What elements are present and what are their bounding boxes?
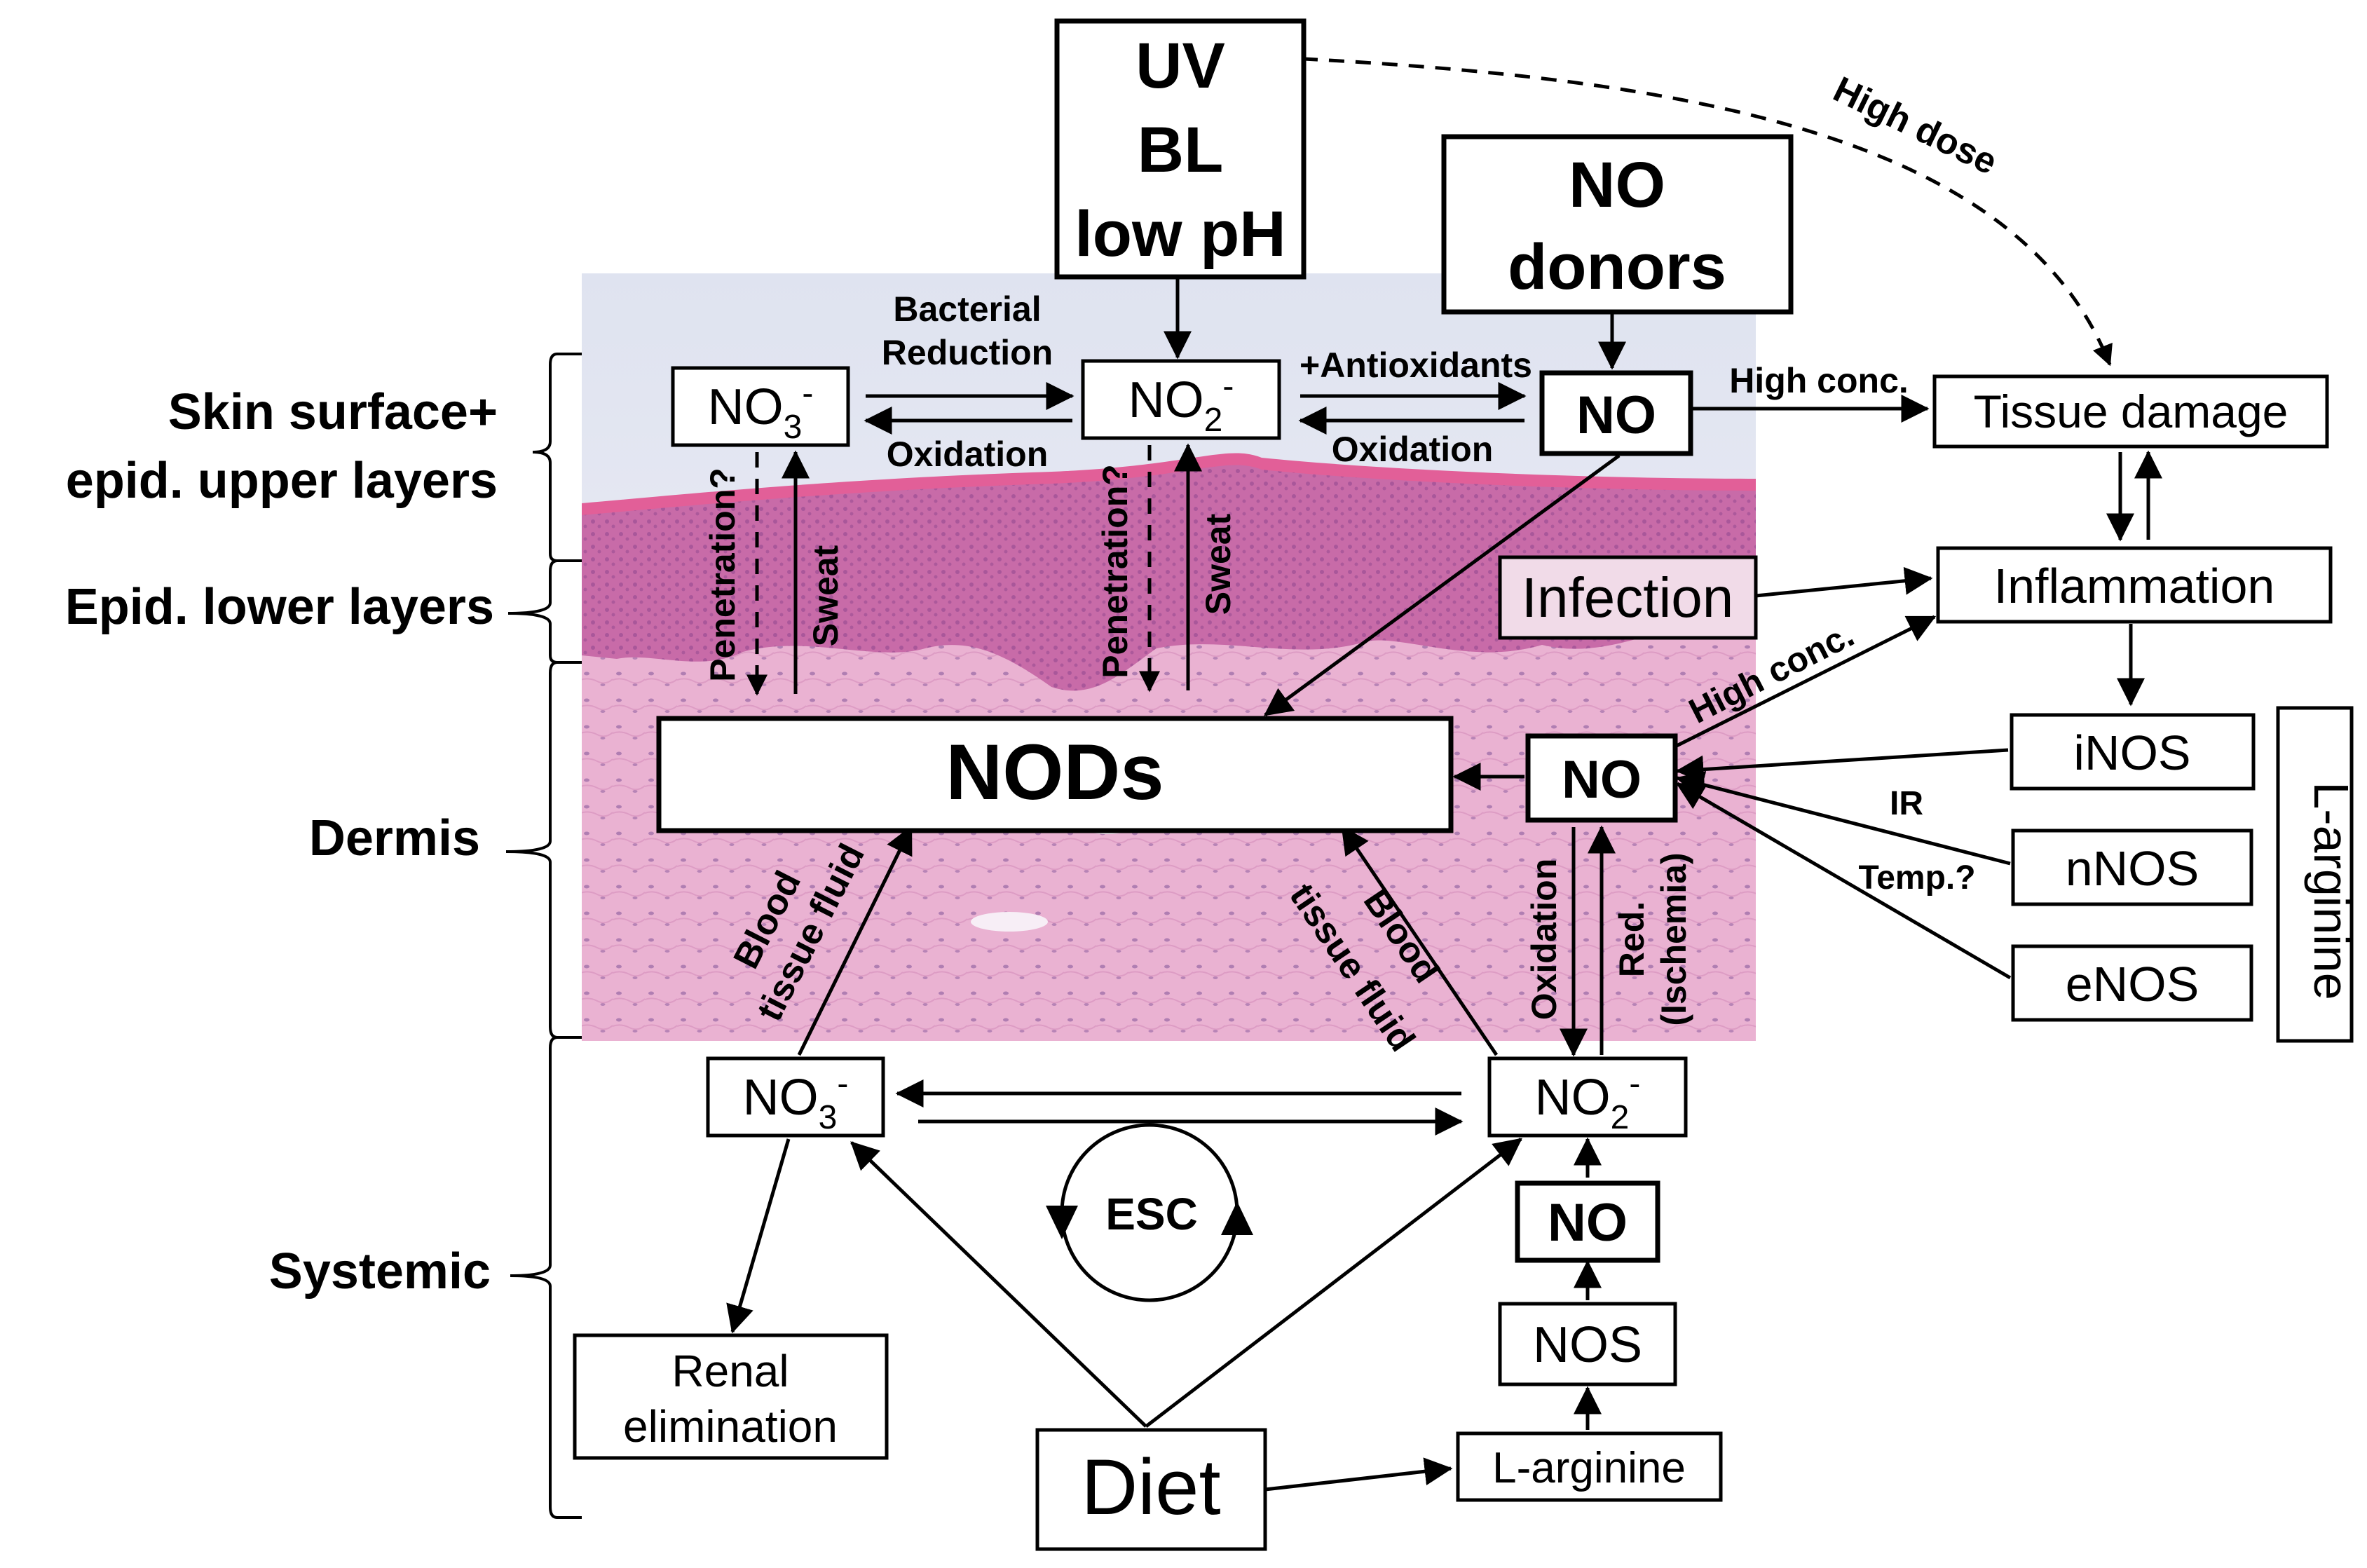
label-oxidation-1: Oxidation	[887, 435, 1049, 474]
renal-box	[573, 1333, 889, 1460]
arrow-infection-to-inflammation	[1755, 566, 1933, 598]
arrow-nnos-to-no	[1675, 770, 2011, 866]
inflammation-box	[1936, 546, 2333, 624]
arrow-blood-1	[797, 825, 913, 1056]
label-sweat-1: Sweat	[806, 545, 845, 646]
no2-bottom-label: NO2-	[1535, 1065, 1641, 1136]
label-penetration-1: Penetration?	[703, 468, 742, 682]
esc-arrowhead-left	[1046, 1206, 1078, 1239]
label-reduction: Reduction	[882, 333, 1053, 372]
renal-line1: Renal	[671, 1346, 789, 1396]
uv-box	[1054, 18, 1307, 280]
label-bacterial: Bacterial	[893, 289, 1041, 329]
nos-box	[1498, 1302, 1677, 1386]
enos-label: eNOS	[2066, 957, 2199, 1011]
renal-line2: elimination	[623, 1401, 838, 1452]
no3-top-label: NO3-	[708, 375, 814, 446]
no-donors-line2: donors	[1508, 231, 1726, 303]
arrow-diet-to-no3	[850, 1141, 1147, 1428]
nods-box	[656, 716, 1454, 833]
layer-label-dermis: Dermis	[309, 810, 480, 866]
esc-arrowhead-right	[1221, 1201, 1253, 1235]
tissue-damage-box	[1932, 374, 2329, 449]
nnos-label: nNOS	[2066, 841, 2199, 896]
arrow-high-dose	[1275, 55, 2113, 367]
label-ischemia: (Ischemia)	[1654, 852, 1693, 1025]
nos-label: NOS	[1533, 1317, 1642, 1373]
connectors	[726, 55, 2162, 1492]
no-top-box	[1539, 370, 1693, 456]
bl-label: BL	[1138, 114, 1224, 186]
nodes: UV BL low pH NO donors NO3- NO2- NO Tiss…	[573, 18, 2359, 1551]
arrow-enos-to-no	[1675, 782, 2012, 980]
l-arginine-bottom-label: L-arginine	[1492, 1444, 1686, 1492]
nods-label: NODs	[946, 728, 1164, 816]
enos-box	[2011, 944, 2253, 1022]
arrow-no-to-nods	[1263, 454, 1621, 717]
layer-label-epid-lower: Epid. lower layers	[65, 579, 494, 635]
arrow-diet-to-no2	[1145, 1138, 1522, 1428]
no3-bottom-box	[706, 1056, 885, 1138]
diet-label: Diet	[1081, 1443, 1220, 1531]
arrow-diet-to-larginine	[1264, 1457, 1453, 1492]
layer-label-systemic: Systemic	[269, 1243, 491, 1300]
infection-box	[1498, 555, 1758, 640]
label-temp: Temp.?	[1858, 859, 1975, 897]
layer-label-skin-surface-2: epid. upper layers	[66, 453, 498, 509]
brace-skin-surface	[532, 353, 582, 562]
label-oxidation-2: Oxidation	[1332, 430, 1494, 469]
label-ir: IR	[1890, 785, 1923, 822]
layer-label-skin-surface: Skin surface+	[168, 384, 498, 440]
label-penetration-2: Penetration?	[1096, 464, 1135, 679]
arrow-high-conc-2	[1674, 615, 1937, 749]
no-donors-line1: NO	[1569, 149, 1665, 221]
l-arginine-side-box	[2276, 706, 2354, 1043]
no-low-box	[1515, 1180, 1660, 1263]
label-oxidation-3: Oxidation	[1524, 859, 1564, 1021]
l-arginine-bottom-box	[1456, 1431, 1723, 1502]
no-mid-box	[1525, 733, 1678, 823]
label-antioxidants: +Antioxidants	[1300, 346, 1532, 385]
arrow-no3-to-renal	[726, 1138, 791, 1334]
brace-dermis	[505, 661, 582, 1039]
layer-labels: Skin surface+ epid. upper layers Epid. l…	[65, 353, 582, 1519]
nnos-box	[2011, 829, 2253, 906]
label-red: Red.	[1612, 901, 1651, 977]
diet-box	[1035, 1428, 1267, 1551]
brace-epid-lower	[507, 559, 582, 664]
tissue-damage-label: Tissue damage	[1974, 386, 2288, 437]
no2-bottom-box	[1487, 1056, 1688, 1138]
no2-top-box	[1081, 359, 1281, 440]
esc-label: ESC	[1105, 1189, 1198, 1239]
no-mid-label: NO	[1562, 750, 1642, 810]
l-arginine-side-label: L-arginine	[2304, 782, 2359, 1000]
edge-labels: Bacterial Reduction Oxidation +Antioxida…	[703, 69, 2003, 1059]
no-low-label: NO	[1548, 1193, 1628, 1253]
stratum-corneum	[582, 453, 1756, 515]
inos-box	[2010, 713, 2256, 791]
inos-label: iNOS	[2073, 725, 2190, 780]
infection-label: Infection	[1522, 566, 1733, 629]
label-high-conc-1: High conc.	[1729, 361, 1909, 400]
brace-systemic	[510, 1036, 582, 1519]
inflammation-label: Inflammation	[1994, 559, 2275, 613]
no-donors-box	[1441, 134, 1794, 315]
uv-label: UV	[1135, 30, 1225, 102]
label-sweat-2: Sweat	[1199, 513, 1238, 615]
no2-top-label: NO2-	[1128, 368, 1234, 439]
no3-top-box	[671, 366, 850, 447]
arrow-blood-2	[1340, 825, 1499, 1056]
label-high-dose: High dose	[1827, 69, 2003, 183]
arrow-inos-to-no	[1675, 748, 2009, 784]
no3-bottom-label: NO3-	[743, 1065, 849, 1136]
no-top-label: NO	[1576, 386, 1656, 445]
low-ph-label: low pH	[1075, 198, 1286, 270]
